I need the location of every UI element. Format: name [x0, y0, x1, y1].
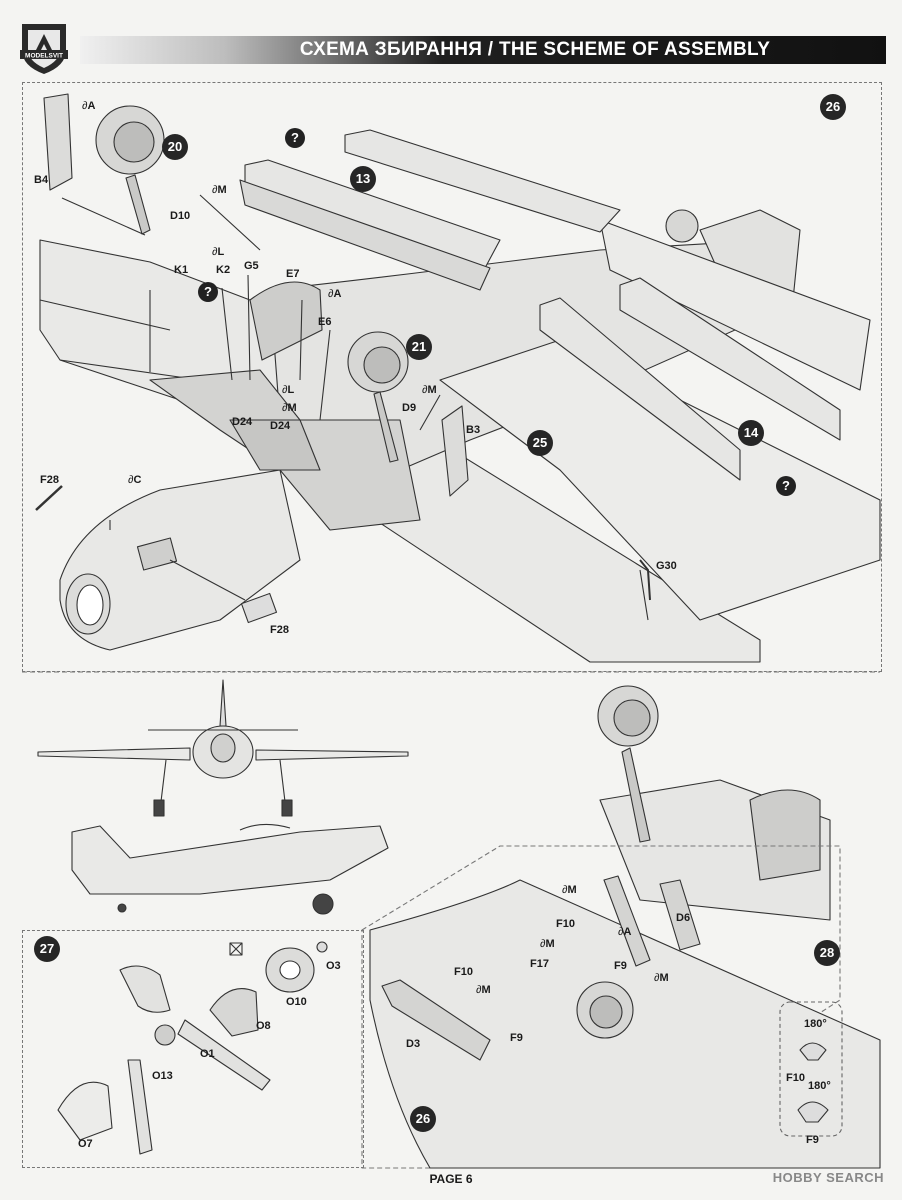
step-26-ref: 26 — [410, 1106, 436, 1132]
part-label: G5 — [244, 260, 259, 272]
part-label: E6 — [318, 316, 332, 328]
part-label: O10 — [286, 996, 307, 1008]
glue-label: ∂L — [212, 246, 225, 258]
part-label: D3 — [406, 1038, 421, 1050]
part-label: O13 — [152, 1070, 173, 1082]
propeller-frame — [22, 930, 364, 1168]
glue-label: ∂A — [618, 926, 632, 938]
modelsvit-logo: MODELSVIT — [20, 24, 68, 74]
part-label: B3 — [466, 424, 481, 436]
glue-label: ∂M — [654, 972, 669, 984]
part-label: G30 — [656, 560, 677, 572]
part-label: B4 — [34, 174, 49, 186]
part-label: F9 — [614, 960, 627, 972]
watermark: HOBBY SEARCH — [772, 1170, 884, 1185]
step-27: 27 — [34, 936, 60, 962]
option-marker: ? — [198, 282, 218, 302]
page-title: СХЕМА ЗБИРАННЯ / THE SCHEME OF ASSEMBLY — [299, 39, 771, 60]
part-label: D9 — [402, 402, 417, 414]
part-label: O3 — [326, 960, 341, 972]
part-label: D24 — [232, 416, 253, 428]
part-label: E7 — [286, 268, 300, 280]
part-label: K1 — [174, 264, 189, 276]
glue-label: ∂M — [476, 984, 491, 996]
step-21: 21 — [406, 334, 432, 360]
option-marker: ? — [776, 476, 796, 496]
part-label: F9 — [510, 1032, 523, 1044]
page-header: СХЕМА ЗБИРАННЯ / THE SCHEME OF ASSEMBLY — [20, 30, 886, 70]
glue-label: ∂M — [562, 884, 577, 896]
glue-label: ∂A — [82, 100, 96, 112]
glue-label: ∂L — [282, 384, 295, 396]
glue-label: ∂C — [128, 474, 142, 486]
step-14: 14 — [738, 420, 764, 446]
part-label: D6 — [676, 912, 691, 924]
option-marker: ? — [285, 128, 305, 148]
part-label: F28 — [270, 624, 289, 636]
part-label: D24 — [270, 420, 291, 432]
part-label: F10 — [454, 966, 473, 978]
step-26: 26 — [820, 94, 846, 120]
logo-text: MODELSVIT — [25, 53, 63, 60]
part-label: O7 — [78, 1138, 93, 1150]
glue-label: ∂M — [282, 402, 297, 414]
page-number: PAGE 6 — [429, 1172, 473, 1186]
part-label: F28 — [40, 474, 59, 486]
part-label: O1 — [200, 1048, 215, 1060]
part-label: F10 — [786, 1072, 805, 1084]
rotation-label: 180° — [804, 1018, 827, 1030]
glue-label: ∂M — [422, 384, 437, 396]
step-13: 13 — [350, 166, 376, 192]
glue-label: ∂M — [540, 938, 555, 950]
part-label: D10 — [170, 210, 191, 222]
glue-label: ∂M — [212, 184, 227, 196]
step-28: 28 — [814, 940, 840, 966]
glue-label: ∂A — [328, 288, 342, 300]
part-label: K2 — [216, 264, 231, 276]
main-assembly-frame — [22, 82, 882, 672]
step-20: 20 — [162, 134, 188, 160]
part-label: F17 — [530, 958, 549, 970]
header-bar — [80, 36, 886, 64]
step-25: 25 — [527, 430, 553, 456]
rotation-label: 180° — [808, 1080, 831, 1092]
part-label: F10 — [556, 918, 575, 930]
part-label: O8 — [256, 1020, 271, 1032]
part-label: F9 — [806, 1134, 819, 1146]
